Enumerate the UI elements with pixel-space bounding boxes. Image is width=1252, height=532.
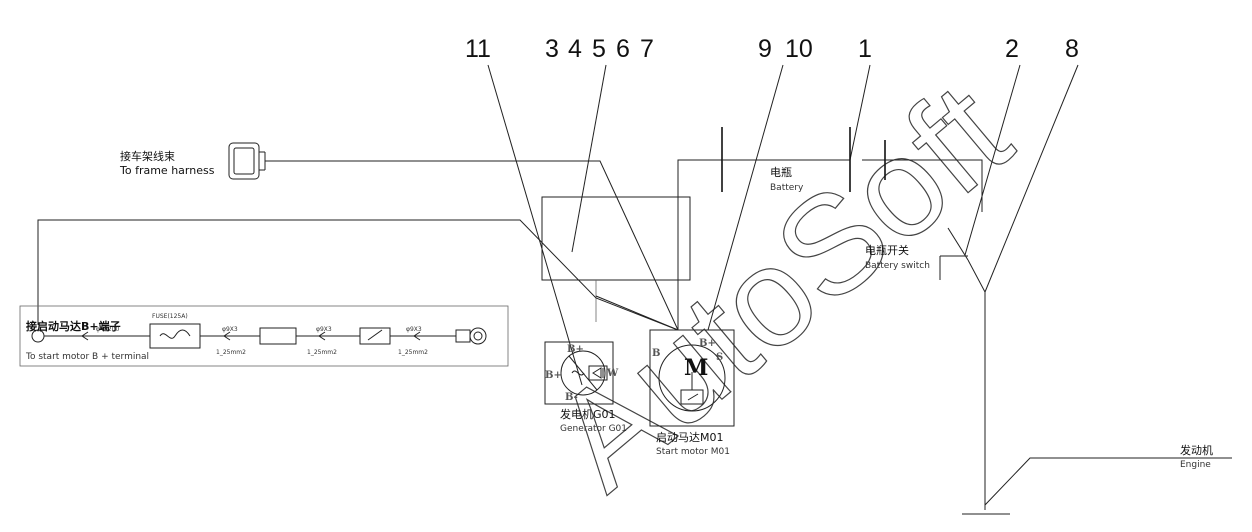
callout-7: 7 [640, 35, 654, 63]
start-motor-label-cn: 启动马达M01 [656, 431, 724, 444]
battery-label-en: Battery [770, 183, 804, 193]
start-motor-label-en: Start motor M01 [656, 447, 730, 457]
start-motor-feed-wire [37, 219, 679, 331]
callout-8: 8 [1065, 35, 1079, 63]
callout-4: 4 [568, 35, 582, 63]
callout-2: 2 [1005, 35, 1019, 63]
frame-harness-label-cn: 接车架线束 [120, 149, 175, 163]
frame-harness-connector [228, 142, 266, 180]
frame-harness-label-en: To frame harness [119, 164, 215, 177]
callout-9: 9 [758, 35, 772, 63]
harness-size-1: φ4X200 [96, 326, 120, 333]
harness-wire-3: 1_25mm2 [398, 349, 428, 356]
motor-pin-b: B [652, 348, 660, 359]
watermark: AutoSoft [525, 53, 1037, 518]
callout-1: 1 [858, 35, 872, 63]
gen-pin-w: W [606, 368, 619, 379]
harness-wire-1: 1_25mm2 [216, 349, 246, 356]
frame-harness-wire [265, 160, 679, 331]
engine-label-cn: 发动机 [1180, 443, 1213, 457]
callout-6: 6 [616, 35, 630, 63]
harness-size-2: φ9X3 [222, 326, 238, 333]
start-motor-symbol [649, 329, 735, 427]
callout-3: 3 [545, 35, 559, 63]
motor-pin-s: S [716, 352, 723, 363]
gen-pin-b-minus: B- [565, 392, 578, 403]
motor-pin-b-plus: B+ [699, 338, 716, 349]
gen-pin-b-plus-top: B+ [567, 344, 584, 355]
harness-fuse-label: FUSE(125A) [152, 313, 188, 320]
harness-size-3: φ9X3 [316, 326, 332, 333]
generator-label-en: Generator G01 [560, 424, 627, 434]
harness-size-4: φ9X3 [406, 326, 422, 333]
callout-11: 11 [465, 35, 491, 63]
engine-label-en: Engine [1180, 460, 1211, 470]
callout-5: 5 [592, 35, 606, 63]
junction-box [541, 196, 691, 281]
generator-symbol [544, 341, 614, 405]
battery-switch-label-cn: 电瓶开关 [865, 243, 909, 257]
leader-lines [487, 64, 1079, 386]
motor-symbol-m: M [684, 355, 708, 381]
start-motor-b-label-cn: 接启动马达B+端子 [26, 319, 121, 333]
generator-label-cn: 发电机G01 [560, 407, 616, 421]
start-motor-b-label-en: To start motor B + terminal [25, 352, 149, 362]
engine-ground [962, 457, 1232, 515]
battery-switch-label-en: Battery switch [865, 261, 930, 271]
battery-label-cn: 电瓶 [770, 165, 792, 179]
battery-symbol [677, 127, 983, 330]
harness-wire-2: 1_25mm2 [307, 349, 337, 356]
start-motor-harness [19, 305, 509, 367]
battery-switch-symbol [939, 227, 986, 510]
callout-10: 10 [785, 35, 813, 63]
gen-pin-b-plus-left: B+ [545, 370, 562, 381]
